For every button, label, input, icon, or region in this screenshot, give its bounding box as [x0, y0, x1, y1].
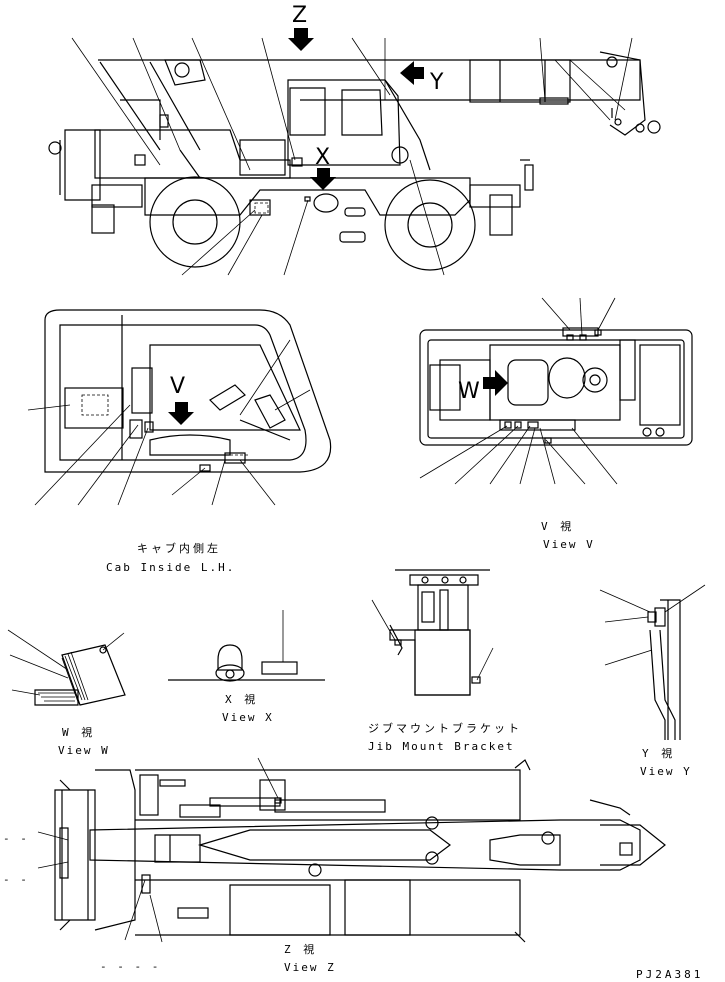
jib-caption-jp: ジブマウントブラケット: [368, 721, 522, 735]
view-w-caption-en: View W: [58, 744, 110, 757]
drawing-code: PJ2A381: [636, 968, 703, 981]
arrow-down-icon: [310, 168, 336, 190]
arrow-left-icon: [400, 61, 424, 85]
view-y-caption-jp: Y 視: [642, 746, 675, 760]
svg-text:- -: - -: [3, 832, 29, 845]
view-x-caption-en: View X: [222, 711, 274, 724]
view-z-caption-en: View Z: [284, 961, 336, 974]
view-z-caption-jp: Z 視: [284, 942, 317, 956]
svg-text:- -: - -: [3, 873, 29, 886]
view-v-letter: V: [170, 374, 185, 399]
cab-inside-view: V キャブ内側左 Cab Inside L.H.: [27, 309, 332, 574]
view-w: W 視 View W: [7, 629, 126, 757]
view-v: W V 視 View V: [419, 297, 693, 551]
jib-mount-bracket: ジブマウントブラケット Jib Mount Bracket: [368, 569, 522, 753]
view-y: Y 視 View Y: [599, 584, 706, 778]
view-y-caption-en: View Y: [640, 765, 692, 778]
view-w-letter: W: [458, 379, 480, 404]
view-x: X 視 View X: [168, 610, 325, 724]
view-y-letter: Y: [429, 70, 444, 95]
arrow-down-icon: [168, 402, 194, 425]
arrow-right-icon: [483, 370, 508, 396]
view-v-caption-en: View V: [543, 538, 595, 551]
arrow-down-icon: [288, 28, 314, 51]
view-z: - - - - - - - - Z 視 View Z: [3, 757, 666, 974]
view-x-caption-jp: X 視: [225, 692, 258, 706]
jib-caption-en: Jib Mount Bracket: [368, 740, 515, 753]
view-z-letter: Z: [292, 3, 307, 28]
cab-caption-jp: キャブ内側左: [137, 541, 221, 555]
crane-side-view: Z X Y: [48, 3, 661, 276]
svg-text:- - - -: - - - -: [100, 960, 160, 973]
view-w-caption-jp: W 視: [62, 725, 95, 739]
cab-caption-en: Cab Inside L.H.: [106, 561, 235, 574]
view-x-letter: X: [315, 145, 330, 170]
view-v-caption-jp: V 視: [541, 519, 574, 533]
